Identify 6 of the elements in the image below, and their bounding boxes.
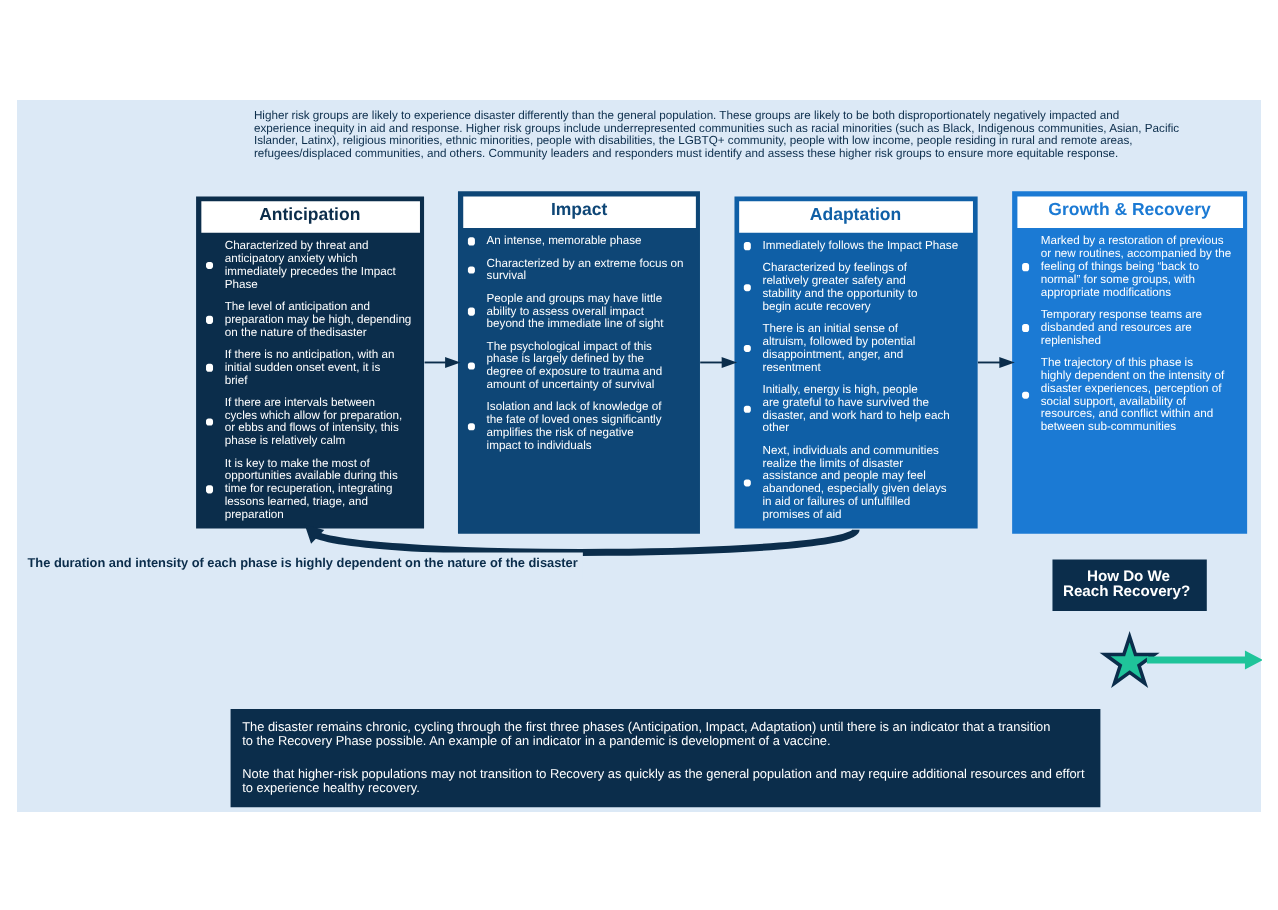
arrow	[699, 356, 738, 367]
arrow	[976, 356, 1015, 367]
arrow	[423, 356, 461, 367]
node-star	[1099, 629, 1160, 687]
arrow	[1146, 649, 1262, 669]
arrow	[304, 523, 859, 555]
